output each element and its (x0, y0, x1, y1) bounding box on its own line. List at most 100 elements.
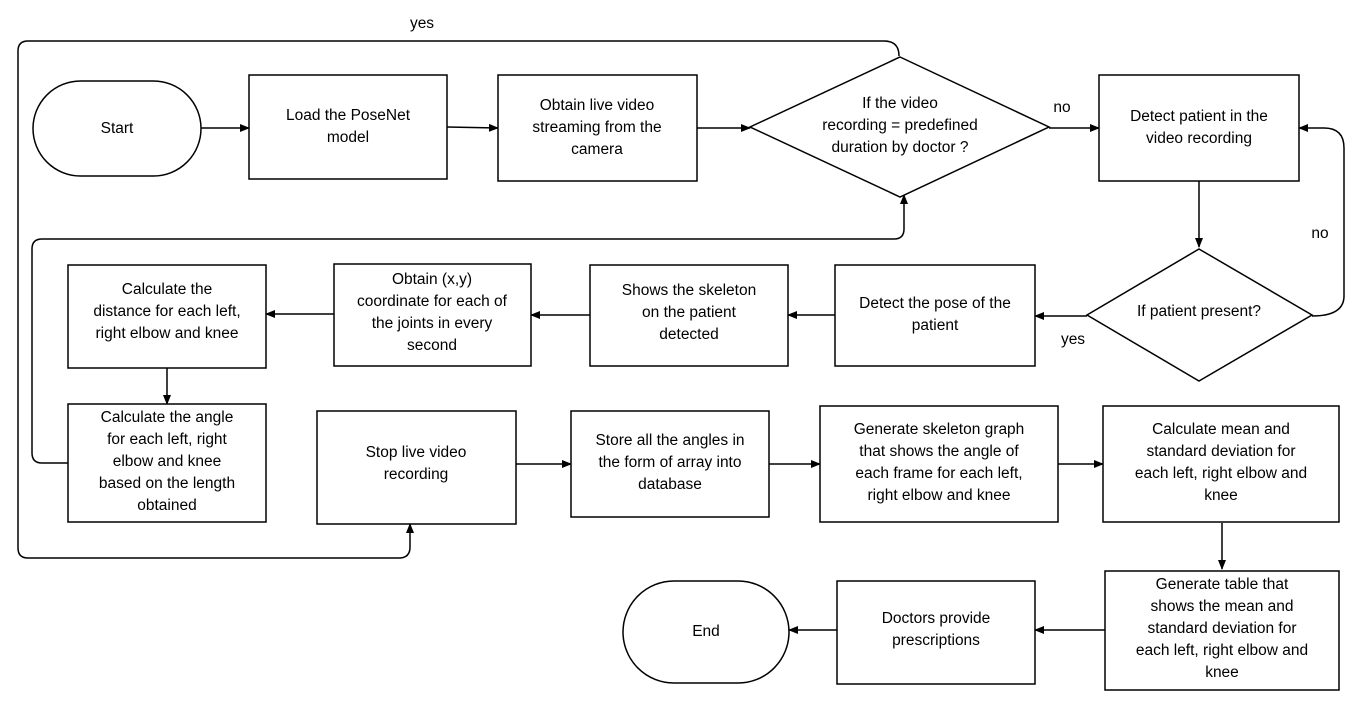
node-text-line: patient (912, 317, 959, 334)
obtain-video-label: Obtain live video streaming from the camer… (532, 97, 661, 158)
node-obtain-coords: Obtain (x,y) coordinate for each of the jo… (333, 263, 532, 367)
detect-pose-box (834, 264, 1036, 367)
skeleton-graph-box (819, 405, 1059, 523)
gen-table-box (1104, 570, 1340, 691)
node-text-line: Calculate the (122, 281, 212, 298)
node-text-line: for each left, right (107, 431, 227, 448)
node-text-line: standard deviation for (1146, 443, 1295, 460)
node-text-line: elbow and knee (113, 453, 222, 470)
calc-angle-label: Calculate the angle for each left, right e… (99, 409, 235, 514)
node-calc-mean: Calculate mean and standard deviation for… (1102, 405, 1340, 523)
node-text-line: on the patient (642, 304, 737, 321)
edge-decision-yes-to-stop (17, 40, 900, 559)
node-text-line: Calculate the angle (101, 409, 234, 426)
node-text-line: Generate skeleton graph (854, 421, 1025, 438)
store-angles-label: Store all the angles in the form of array… (595, 432, 744, 493)
node-text-line: Generate table that (1156, 576, 1289, 593)
end-terminal-shape (622, 580, 790, 684)
node-store-angles: Store all the angles in the form of array… (570, 410, 770, 518)
node-text-line: coordinate for each of (357, 293, 508, 310)
node-text-line: the form of array into (598, 454, 741, 471)
node-text-line: each left, right elbow and (1136, 642, 1308, 659)
calc-angle-box (67, 403, 267, 523)
node-text-line: the joints in every (372, 315, 493, 332)
node-text-line: streaming from the (532, 119, 661, 136)
node-skeleton-graph: Generate skeleton graph that shows the an… (819, 405, 1059, 523)
node-end: End (622, 580, 790, 684)
show-skeleton-box (589, 264, 789, 367)
node-text-line: right elbow and knee (95, 325, 238, 342)
node-text-line: database (638, 476, 702, 493)
prescriptions-box (836, 580, 1036, 685)
calc-mean-label: Calculate mean and standard deviation for… (1135, 421, 1307, 504)
end-label: End (692, 623, 720, 640)
node-text-line: second (407, 337, 457, 354)
node-text-line: Calculate mean and (1152, 421, 1290, 438)
node-text-line: based on the length (99, 475, 235, 492)
calc-distance-label: Calculate the distance for each left, righ… (93, 281, 240, 342)
node-duration-check: If the video recording = predefined durati… (748, 56, 1051, 198)
node-text-line: standard deviation for (1147, 620, 1296, 637)
node-text-line: If the video (862, 95, 938, 112)
obtain-coords-label: Obtain (x,y) coordinate for each of the jo… (357, 271, 508, 354)
node-text-line: Shows the skeleton (622, 282, 756, 299)
node-text-line: distance for each left, (93, 303, 240, 320)
node-text-line: each left, right elbow and (1135, 465, 1307, 482)
show-skeleton-label: Shows the skeleton on the patient detected (622, 282, 756, 343)
stop-recording-box (316, 410, 517, 525)
node-text-line: Stop live video (366, 444, 467, 461)
skeleton-graph-label: Generate skeleton graph that shows the an… (854, 421, 1025, 504)
edge-present-no-loop (1298, 124, 1345, 317)
node-text-line: each frame for each left, (855, 465, 1022, 482)
load-model-box (248, 74, 448, 180)
store-angles-box (570, 410, 770, 518)
node-text-line: shows the mean and (1150, 598, 1293, 615)
node-text-line: If patient present? (1137, 303, 1261, 320)
node-start: Start (32, 80, 202, 177)
node-text-line: duration by doctor ? (831, 139, 968, 156)
node-text-line: Obtain (x,y) (392, 271, 472, 288)
node-patient-present: If patient present? (1085, 248, 1314, 382)
node-text-line: detected (659, 326, 718, 343)
node-gen-table: Generate table that shows the mean and sta… (1104, 570, 1340, 691)
node-text-line: camera (571, 141, 623, 158)
duration-check-diamond (748, 56, 1051, 198)
calc-distance-box (67, 264, 267, 369)
label-loop-yes: yes (410, 15, 434, 32)
node-prescriptions: Doctors provide prescriptions (836, 580, 1036, 685)
node-text-line: knee (1205, 664, 1239, 681)
edges (17, 40, 1345, 634)
obtain-coords-box (333, 263, 532, 367)
node-text-line: prescriptions (892, 632, 980, 649)
node-show-skeleton: Shows the skeleton on the patient detected (589, 264, 789, 367)
node-stop-recording: Stop live video recording (316, 410, 517, 525)
duration-check-label: If the video recording = predefined durati… (822, 95, 978, 156)
calc-mean-box (1102, 405, 1340, 523)
node-text-line: Detect patient in the (1130, 108, 1268, 125)
label-present-no: no (1311, 225, 1328, 242)
patient-present-label: If patient present? (1137, 303, 1261, 320)
node-text-line: Store all the angles in (595, 432, 744, 449)
patient-present-diamond (1085, 248, 1314, 382)
node-text-line: model (327, 129, 369, 146)
gen-table-label: Generate table that shows the mean and sta… (1136, 576, 1308, 681)
obtain-video-box (497, 74, 698, 182)
node-text-line: that shows the angle of (859, 443, 1019, 460)
node-text-line: End (692, 623, 720, 640)
node-text-line: Doctors provide (882, 610, 991, 627)
node-text-line: recording = predefined (822, 117, 978, 134)
node-obtain-video: Obtain live video streaming from the camer… (497, 74, 698, 182)
detect-patient-box (1098, 74, 1300, 182)
edge-load-to-obtain-video (446, 123, 499, 132)
label-present-yes: yes (1061, 331, 1085, 348)
node-text-line: Obtain live video (540, 97, 655, 114)
node-text-line: Start (101, 120, 134, 137)
node-text-line: recording (384, 466, 449, 483)
start-terminal-shape (32, 80, 202, 177)
